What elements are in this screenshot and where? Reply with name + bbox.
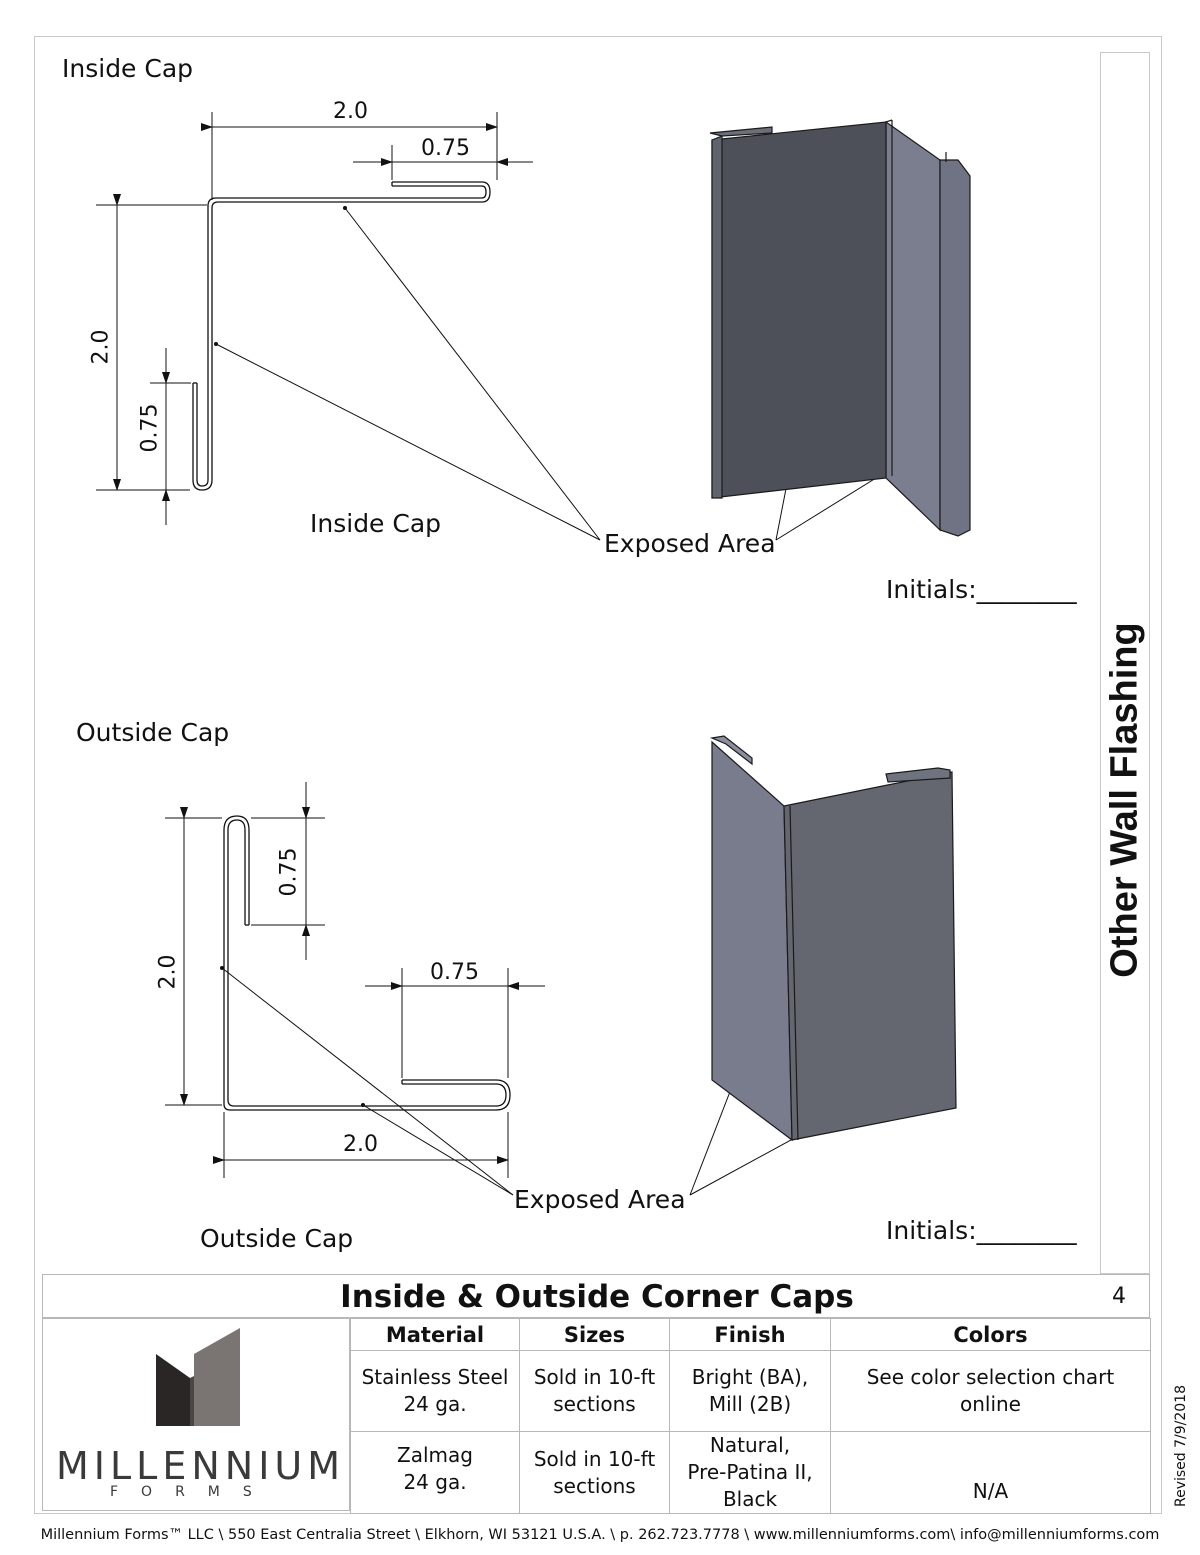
inside-initials-field[interactable]: Initials:________: [886, 575, 1077, 604]
inside-cap-dimensions: [96, 112, 898, 541]
outside-dim-left: 2.0: [155, 954, 181, 990]
product-title: Inside & Outside Corner Caps: [340, 1279, 854, 1315]
outside-cap-profile: [223, 815, 511, 1111]
footer-contact: Millennium Forms™ LLC \ 550 East Central…: [40, 1527, 1160, 1543]
outside-cap-caption: Outside Cap: [200, 1224, 354, 1253]
cell-finish: Bright (BA), Mill (2B): [669, 1350, 831, 1432]
cell-sizes: Sold in 10-ft sections: [519, 1350, 670, 1432]
inside-dim-top-small: 0.75: [421, 136, 470, 161]
logo-mark: [156, 1328, 240, 1426]
side-strip: [1100, 52, 1150, 1274]
logo-cell: [42, 1318, 350, 1511]
table-row: Stainless Steel 24 ga. Sold in 10-ft sec…: [350, 1350, 1151, 1432]
outside-cap-heading: Outside Cap: [76, 718, 230, 747]
inside-cap-caption: Inside Cap: [310, 509, 442, 538]
header-finish: Finish: [669, 1318, 831, 1351]
outside-dim-small-horizontal: 0.75: [430, 960, 479, 985]
revised-date: Revised 7/9/2018: [1173, 1384, 1189, 1508]
header-colors: Colors: [830, 1318, 1151, 1351]
page-frame: [34, 36, 1162, 1514]
inside-cap-heading: Inside Cap: [62, 54, 194, 83]
cell-finish: Natural, Pre-Patina II, Black: [669, 1431, 831, 1514]
page-number: 4: [1112, 1284, 1126, 1309]
header-material: Material: [350, 1318, 520, 1351]
table-header-row: Material Sizes Finish Colors: [350, 1318, 1151, 1351]
header-sizes: Sizes: [519, 1318, 670, 1351]
inside-dim-top: 2.0: [333, 99, 368, 124]
inside-dim-left: 2.0: [88, 329, 114, 365]
title-bar: Inside & Outside Corner Caps: [42, 1274, 1150, 1318]
table-row: Zalmag 24 ga. Sold in 10-ft sections Nat…: [350, 1431, 1151, 1514]
inside-exposed-area-label: Exposed Area: [604, 529, 776, 558]
cell-sizes: Sold in 10-ft sections: [519, 1431, 670, 1514]
inside-cap-profile: [192, 181, 491, 491]
cell-material: Zalmag 24 ga.: [350, 1431, 520, 1514]
logo-wordmark: MILLENNIUM: [56, 1444, 346, 1488]
outside-exposed-area-label: Exposed Area: [514, 1185, 686, 1214]
inside-cap-3d: [709, 119, 971, 537]
outside-cap-3d: [709, 735, 957, 1142]
side-title: Other Wall Flashing: [1103, 622, 1146, 978]
spec-table: Material Sizes Finish Colors Stainless S…: [350, 1318, 1151, 1514]
outside-initials-field[interactable]: Initials:________: [886, 1216, 1077, 1245]
outside-dim-bottom: 2.0: [343, 1132, 378, 1157]
cell-colors: N/A: [830, 1431, 1151, 1514]
inside-dim-left-small: 0.75: [137, 403, 163, 453]
cell-colors: See color selection chart online: [830, 1350, 1151, 1432]
cell-material: Stainless Steel 24 ga.: [350, 1350, 520, 1432]
logo-subtitle: FORMS: [110, 1484, 275, 1500]
outside-dim-small-vertical: 0.75: [276, 847, 302, 897]
